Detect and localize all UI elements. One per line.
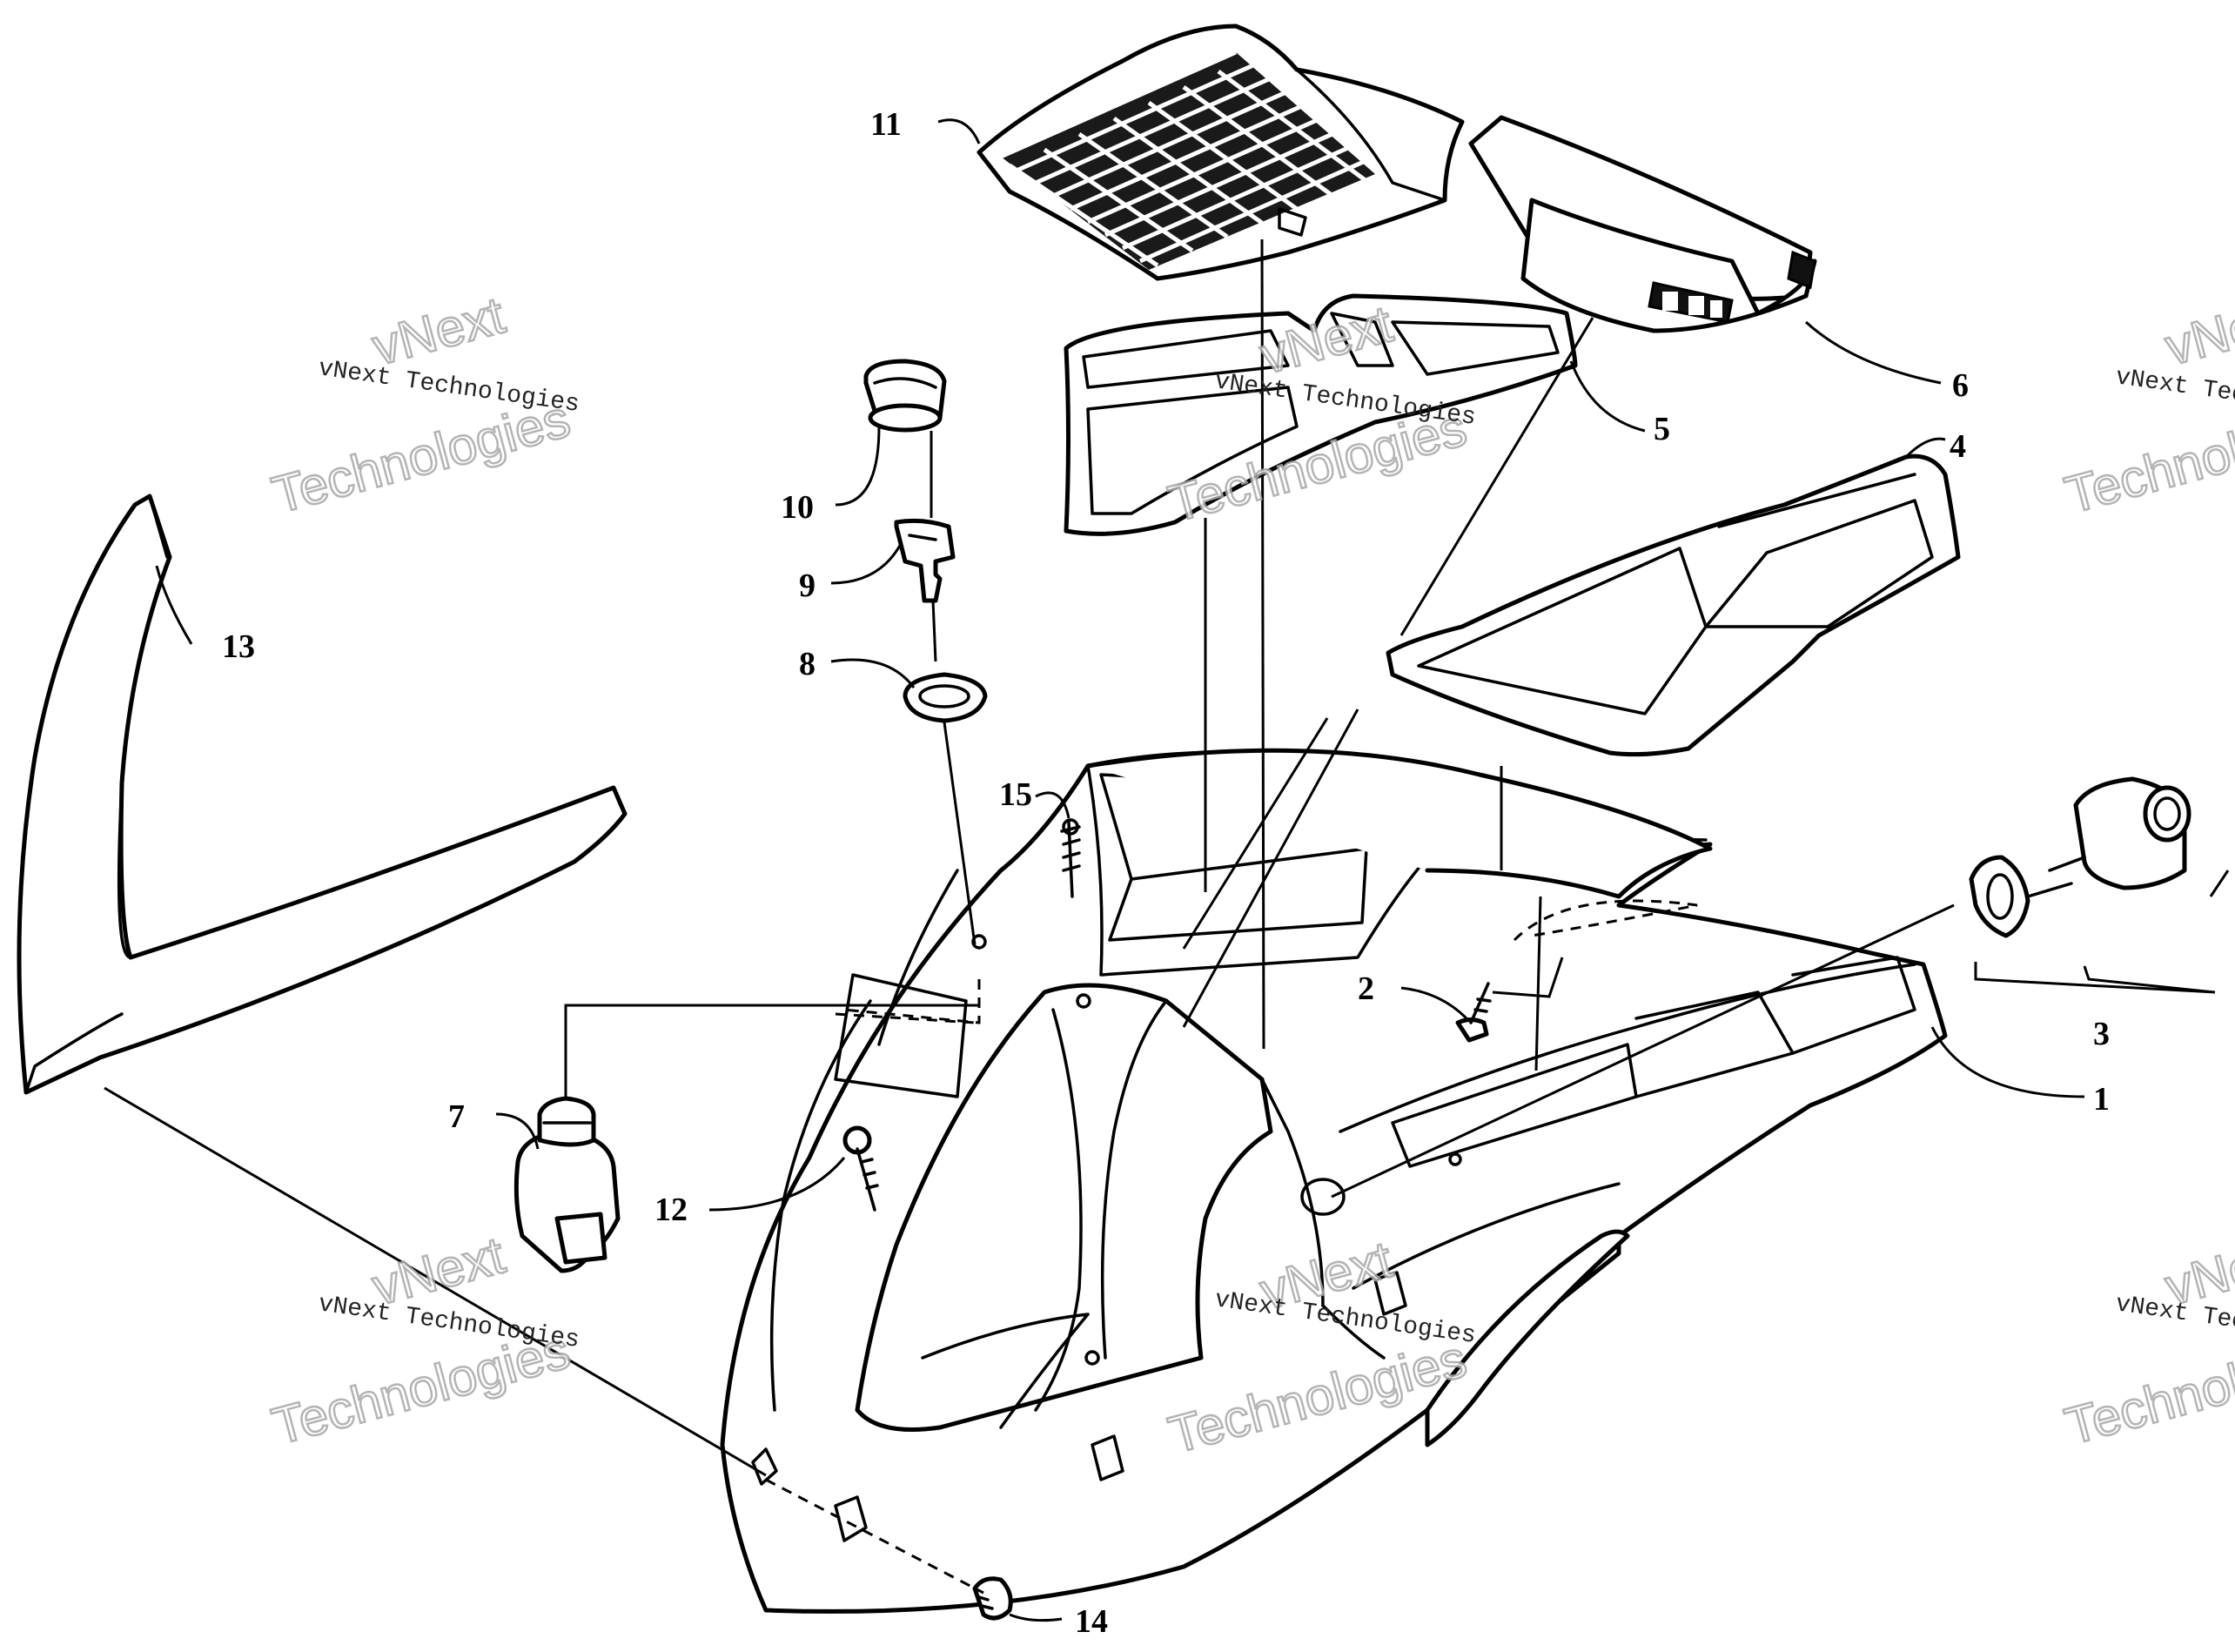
part-14-screw xyxy=(972,1576,1013,1621)
watermark-big-line1: vNext xyxy=(2159,285,2235,376)
part-2-screw xyxy=(1455,982,1492,1043)
callout-4: 4 xyxy=(1950,428,1966,465)
callout-13: 13 xyxy=(222,628,255,665)
watermark-big-line2: Technologies xyxy=(2059,389,2235,524)
watermark-bottom-left: vNext Technologies vNext Technologies xyxy=(265,1225,581,1457)
part-4-right-vent-screen xyxy=(1386,453,1961,757)
part-11-storage-tray xyxy=(977,24,1465,281)
tray-mesh xyxy=(999,50,1377,270)
part-5-left-vent-screen xyxy=(1064,293,1578,536)
part-13-trim-strip xyxy=(17,494,628,1095)
callout-9: 9 xyxy=(799,567,815,604)
callout-7: 7 xyxy=(448,1098,465,1135)
part-1-hood-rear xyxy=(1085,748,1713,899)
watermark-top-left: vNext Technologies vNext Technologies xyxy=(265,285,581,526)
watermark-company: vNext Technologies xyxy=(2114,364,2235,427)
part-3-power-socket xyxy=(1969,776,2191,938)
part-10-ignition-cap xyxy=(863,359,947,433)
callout-2: 2 xyxy=(1358,970,1374,1007)
part-8-nut xyxy=(903,672,988,723)
callout-11: 11 xyxy=(870,106,902,143)
part-12-screw xyxy=(842,1125,879,1212)
part-7-switch xyxy=(513,1096,621,1273)
part-1-hood xyxy=(720,750,1948,1614)
part-9-key xyxy=(894,518,956,603)
callout-5: 5 xyxy=(1654,411,1670,447)
watermark-company: vNext Technologies xyxy=(317,1291,581,1354)
callout-3: 3 xyxy=(2093,1016,2110,1052)
part-15-screw xyxy=(1060,818,1081,898)
callout-14: 14 xyxy=(1075,1603,1108,1640)
callout-8: 8 xyxy=(799,646,815,682)
assembly-lines xyxy=(104,238,1955,1595)
callout-leaders xyxy=(155,118,2230,1622)
callout-1: 1 xyxy=(2093,1081,2110,1118)
callout-labels: 11 6 5 4 10 9 8 13 15 12 7 2 1 3 14 xyxy=(222,106,2110,1640)
callout-12: 12 xyxy=(654,1192,688,1228)
watermark-big-line2: Technologies xyxy=(2059,1320,2235,1455)
callout-15: 15 xyxy=(999,776,1032,813)
watermark-bottom-right: vNext Technologies vNext Technologies xyxy=(2058,1225,2235,1457)
watermark-big-line1: vNext xyxy=(366,285,511,376)
watermark-top-right: vNext Technologies vNext Technologies xyxy=(2058,285,2235,526)
part-6-gauge-module xyxy=(1468,115,1817,333)
callout-10: 10 xyxy=(781,489,814,526)
callout-6: 6 xyxy=(1952,367,1969,404)
watermark-company: vNext Technologies xyxy=(317,355,581,419)
